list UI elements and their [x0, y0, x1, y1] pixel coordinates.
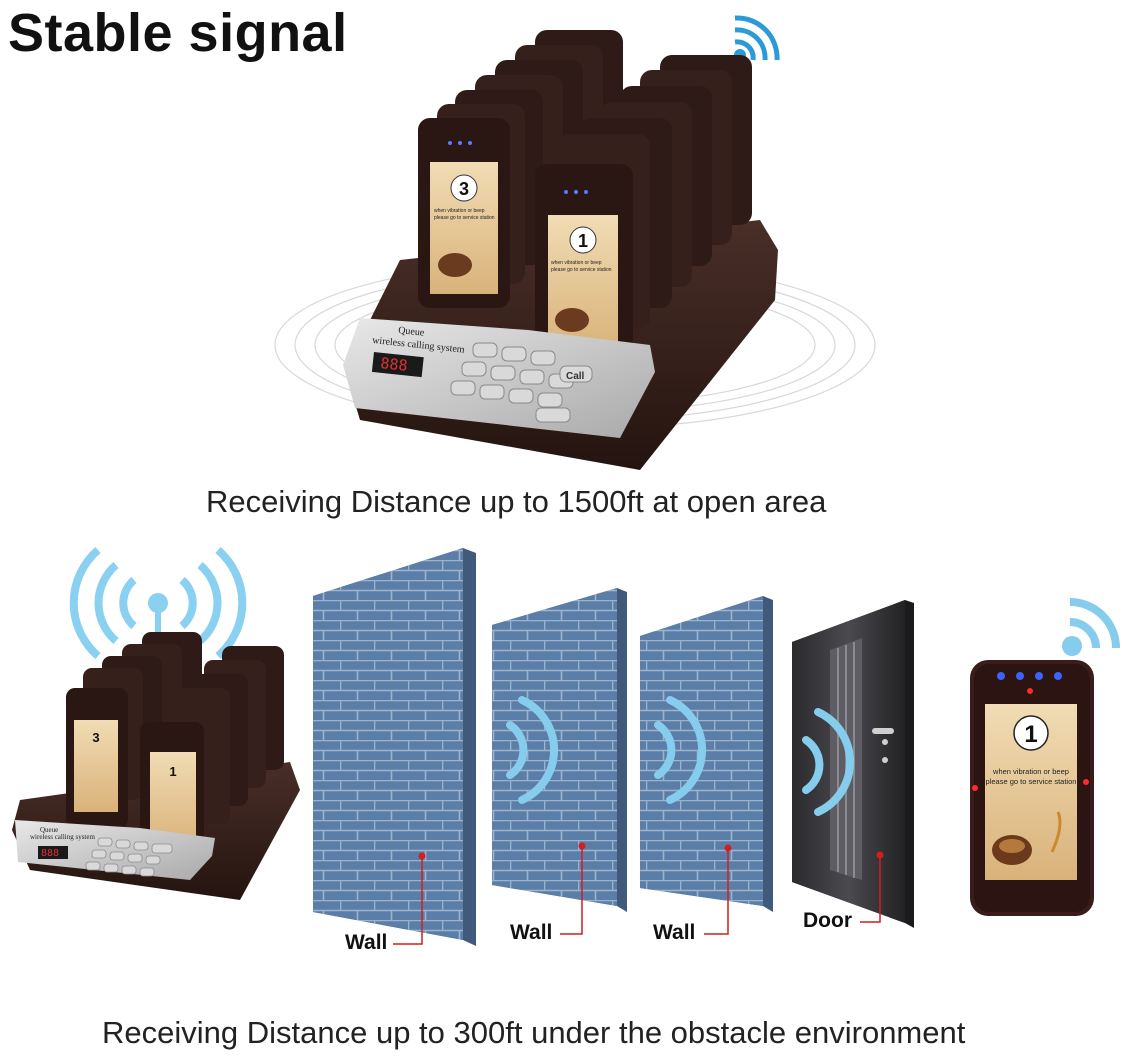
wifi-icon-right	[1062, 598, 1120, 656]
svg-text:1: 1	[1024, 721, 1037, 748]
label-lines	[393, 842, 884, 945]
svg-text:3: 3	[459, 179, 469, 199]
wall-label-1: Wall	[345, 931, 388, 954]
keypad	[450, 342, 593, 423]
wall-3	[640, 596, 773, 912]
caption-open-area: Receiving Distance up to 1500ft at open …	[206, 484, 827, 519]
svg-text:3: 3	[92, 730, 99, 745]
svg-text:888: 888	[380, 354, 409, 375]
door-label: Door	[803, 909, 852, 932]
antenna-icon	[69, 546, 247, 660]
receiver-pager: 1 when vibration or beep please go to se…	[970, 660, 1094, 916]
svg-text:wireless calling system: wireless calling system	[30, 833, 95, 841]
svg-text:please go to service station: please go to service station	[986, 777, 1077, 786]
base-station-large: 3 1 Queue wireless calling system 888	[343, 30, 778, 470]
wifi-icon	[734, 15, 780, 61]
svg-text:Queue: Queue	[40, 826, 58, 834]
svg-text:Queue: Queue	[398, 325, 426, 339]
wall-2	[492, 588, 627, 912]
svg-text:when vibration or beep: when vibration or beep	[992, 767, 1069, 776]
svg-text:888: 888	[41, 848, 59, 859]
pager-stack-right: 1	[535, 55, 752, 364]
wall-label-2: Wall	[510, 921, 553, 944]
svg-text:1: 1	[169, 764, 176, 779]
svg-text:1: 1	[578, 231, 588, 251]
base-station-small: 3 1 Queue wireless calling system 888	[12, 632, 300, 900]
caption-obstacle: Receiving Distance up to 300ft under the…	[102, 1015, 966, 1050]
wall-1	[313, 548, 476, 946]
signal-arcs	[506, 696, 855, 816]
headline: Stable signal	[8, 3, 348, 63]
wall-label-3: Wall	[653, 921, 696, 944]
svg-text:Call: Call	[566, 371, 585, 382]
